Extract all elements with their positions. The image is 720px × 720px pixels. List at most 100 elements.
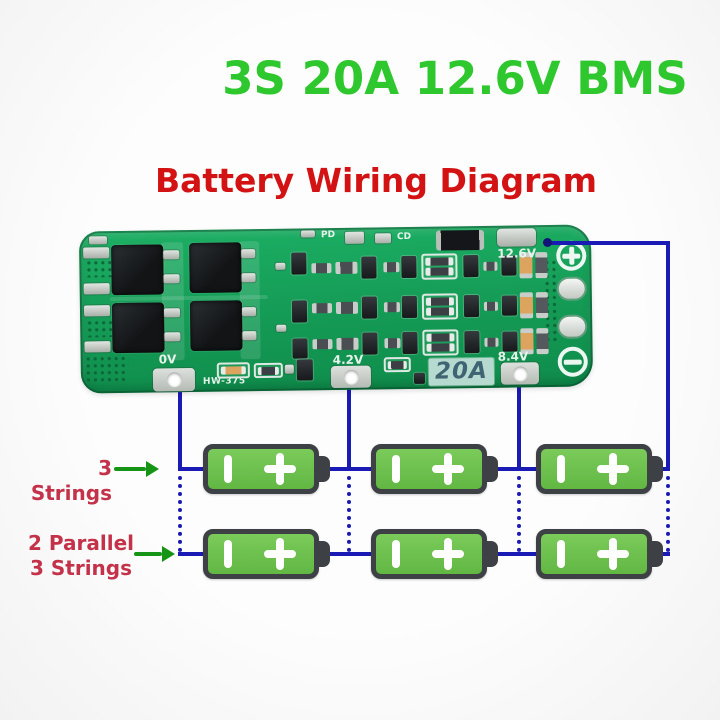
solder-mask-strip <box>161 242 185 361</box>
battery-plus-icon <box>264 453 296 485</box>
output-solder-pad <box>558 278 585 299</box>
diode-component <box>435 229 485 251</box>
battery-minus-icon <box>224 540 232 568</box>
silkscreen-cd-label: CD <box>396 231 412 243</box>
parallel-arrow-icon <box>134 546 175 562</box>
smd-component <box>362 332 378 355</box>
silkscreen-0v-label: 0V <box>158 352 177 367</box>
circled-minus-icon <box>557 346 588 377</box>
smd-component <box>421 253 458 280</box>
smd-component <box>311 263 332 274</box>
smd-component <box>535 252 548 279</box>
smd-component <box>344 231 365 244</box>
smd-component <box>374 233 392 244</box>
smd-component <box>361 256 377 279</box>
battery-minus-icon <box>224 455 232 483</box>
silkscreen-pd-label: PD <box>320 230 336 241</box>
smd-component <box>463 255 479 278</box>
smd-component <box>384 338 401 349</box>
solder-pad <box>163 250 180 260</box>
smd-component <box>501 295 518 316</box>
smd-component <box>484 337 499 347</box>
battery-plus-icon <box>264 538 296 570</box>
bms-board: PD CD 12.6V 0V HW-375 4.2V 20A 8.4V <box>78 224 594 394</box>
board-model-label: HW-375 <box>202 376 246 387</box>
series-arrow-icon <box>114 461 159 477</box>
series-label: 3 Strings <box>30 456 112 505</box>
smd-component <box>519 292 534 319</box>
solder-pad <box>276 324 287 332</box>
wire-parallel-dotted-4 <box>666 476 670 552</box>
diagram-title: Battery Wiring Diagram <box>155 161 598 200</box>
via-dots <box>85 259 112 278</box>
cell2-tap-solder-pad <box>500 362 540 385</box>
solder-pad <box>83 305 111 317</box>
mosfet-component <box>189 242 242 294</box>
battery-cell-row2-1 <box>203 529 330 579</box>
solder-pad <box>88 236 108 245</box>
battery-plus-icon <box>432 453 464 485</box>
smd-component <box>483 301 499 311</box>
smd-transistor <box>292 338 308 359</box>
mosfet-component <box>111 244 164 296</box>
smd-component <box>483 261 498 271</box>
solder-pad <box>241 249 256 259</box>
smd-component <box>335 261 358 275</box>
battery-cell-row1-1 <box>203 444 330 494</box>
solder-pad <box>83 283 110 295</box>
battery-minus-icon <box>392 540 400 568</box>
smd-component <box>536 328 549 355</box>
solder-pad <box>163 308 181 318</box>
wire-cell2-tap <box>517 380 521 470</box>
smd-component <box>401 295 418 319</box>
smd-transistor <box>291 252 307 275</box>
smd-component <box>421 293 459 320</box>
smd-component <box>401 255 417 279</box>
battery-positive-terminal <box>652 541 663 567</box>
page-title: 3S 20A 12.6V BMS <box>222 52 688 105</box>
smd-component <box>463 295 480 318</box>
smd-component <box>383 302 401 313</box>
battery-positive-terminal <box>487 456 498 482</box>
b-minus-solder-pad <box>152 367 196 392</box>
solder-pad <box>275 262 286 270</box>
pack-positive-solder-pad <box>496 228 537 247</box>
battery-cell-row1-3 <box>536 444 663 494</box>
wire-pack-positive-vertical <box>666 241 670 470</box>
solder-pad <box>241 273 256 283</box>
via-dots <box>86 319 113 338</box>
parallel-label-line1: 2 Parallel <box>28 531 134 555</box>
silkscreen-cell1-label: 4.2V <box>332 352 364 368</box>
silkscreen-cell2-label: 8.4V <box>497 349 529 364</box>
smd-component <box>336 337 359 350</box>
battery-positive-terminal <box>319 541 330 567</box>
smd-transistor <box>291 300 308 323</box>
cell1-tap-solder-pad <box>330 365 372 389</box>
battery-plus-icon <box>432 538 464 570</box>
battery-minus-icon <box>557 455 565 483</box>
smd-component <box>311 303 333 314</box>
smd-component <box>284 364 294 374</box>
smd-component <box>535 292 549 319</box>
wire-solder-joint <box>543 238 552 247</box>
wire-parallel-dotted-3 <box>517 476 521 552</box>
smd-component <box>464 331 480 354</box>
solder-pad <box>83 247 110 259</box>
smd-transistor <box>296 359 313 381</box>
via-dots <box>84 354 130 386</box>
wire-pack-positive-horizontal <box>548 241 670 245</box>
parallel-label: 2 Parallel 3 Strings <box>25 531 137 581</box>
smd-component <box>361 296 378 319</box>
solder-pad <box>241 307 257 317</box>
battery-cell-row1-2 <box>371 444 498 494</box>
battery-positive-terminal <box>652 456 663 482</box>
wire-parallel-dotted-2 <box>347 476 351 552</box>
output-solder-pad <box>559 316 586 337</box>
silkscreen-pack-voltage-label: 12.6V <box>497 246 537 261</box>
current-rating-badge: 20A <box>428 357 495 386</box>
smd-component <box>335 301 359 314</box>
smd-component <box>422 329 459 356</box>
battery-minus-icon <box>557 540 565 568</box>
battery-cell-row2-2 <box>371 529 498 579</box>
